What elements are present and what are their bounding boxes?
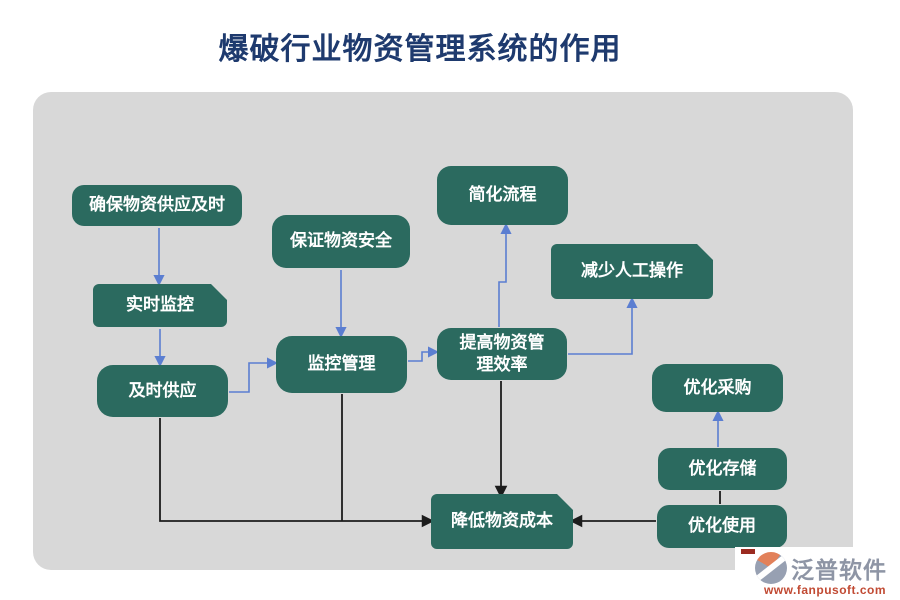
arrow-timely-supply-to-monitor-manage (229, 357, 279, 393)
node-timely-supply: 及时供应 (97, 365, 228, 417)
page-title: 爆破行业物资管理系统的作用 (218, 33, 622, 66)
node-optimize-storage: 优化存储 (658, 448, 787, 490)
logo-url: www.fanpusoft.com (763, 583, 887, 597)
fanpu-logo-icon (755, 552, 787, 584)
node-reduce-manual: 减少人工操作 (551, 244, 713, 299)
arrow-monitor-manage-to-improve-efficiency (408, 346, 440, 362)
node-realtime-monitor: 实时监控 (93, 284, 227, 327)
arrow-timely-supply-to-reduce-cost (159, 418, 435, 528)
logo-area: 泛普软件 www.fanpusoft.com (735, 547, 900, 600)
node-monitor-manage: 监控管理 (276, 336, 407, 393)
logo-company-name: 泛普软件 (791, 557, 887, 583)
node-improve-efficiency: 提高物资管理效率 (437, 328, 567, 380)
logo-red-accent (741, 549, 755, 554)
arrow-improve-efficiency-to-simplify-process (498, 222, 512, 327)
node-optimize-usage: 优化使用 (657, 505, 787, 548)
arrow-improve-efficiency-to-reduce-manual (568, 296, 638, 355)
node-reduce-cost: 降低物资成本 (431, 494, 573, 549)
node-ensure-supply: 确保物资供应及时 (72, 185, 242, 226)
node-ensure-safety: 保证物资安全 (272, 215, 410, 268)
node-optimize-purchase: 优化采购 (652, 364, 783, 412)
node-simplify-process: 简化流程 (437, 166, 568, 225)
